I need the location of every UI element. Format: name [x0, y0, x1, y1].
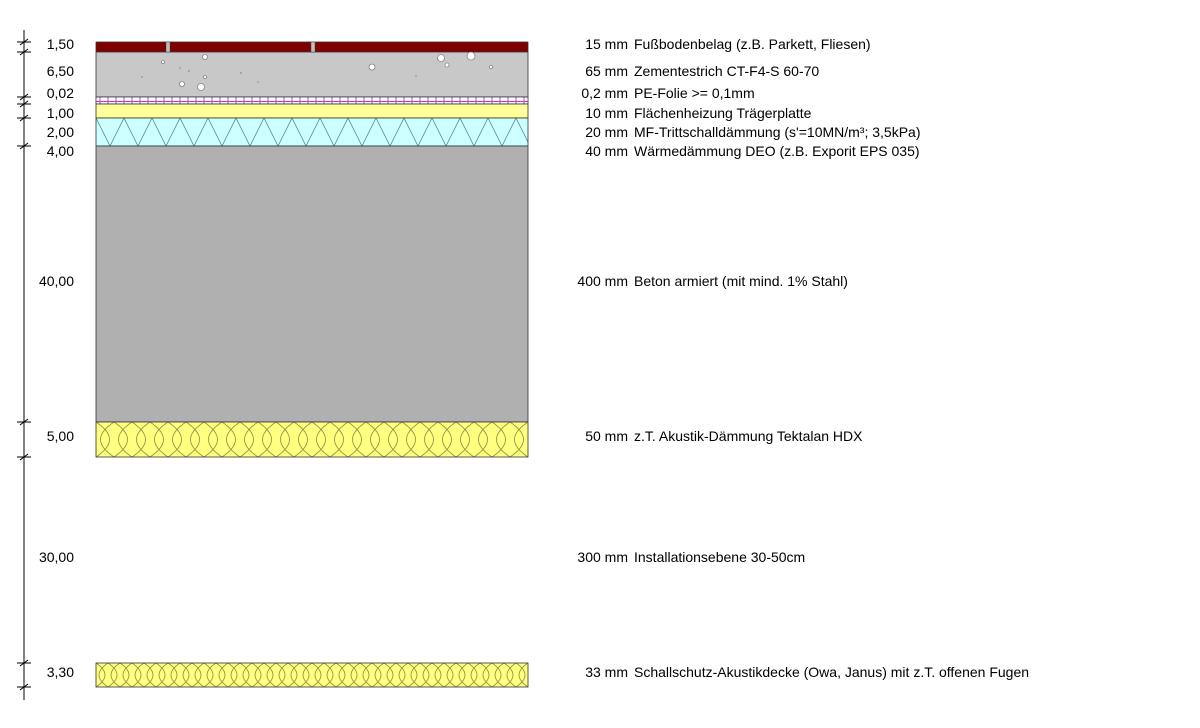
- layer-thickness: 65 mm: [585, 63, 628, 79]
- dimension-tick-slash: [19, 93, 29, 101]
- dimension-label: 1,50: [46, 36, 74, 52]
- dimension-label: 5,00: [46, 428, 74, 444]
- screed-aggregate: [257, 81, 259, 83]
- dimension-tick-slash: [19, 48, 29, 56]
- dimension-tick-slash: [19, 100, 29, 108]
- layer-thickness: 400 mm: [577, 273, 628, 289]
- dimension-label: 4,00: [46, 143, 74, 159]
- dimension-label: 40,00: [38, 273, 74, 289]
- screed-aggregate: [202, 54, 208, 60]
- screed-aggregate: [141, 76, 143, 78]
- layer-thickness: 0,2 mm: [581, 85, 628, 101]
- screed-aggregate: [161, 60, 165, 64]
- flooring-joint: [165, 41, 171, 53]
- dimension-label: 3,30: [46, 664, 74, 680]
- layer-acoustic-small: [95, 662, 529, 688]
- layer-thickness: 15 mm: [585, 36, 628, 52]
- screed-aggregate: [466, 51, 476, 61]
- layer-description: Schallschutz-Akustikdecke (Owa, Janus) m…: [634, 664, 1030, 680]
- dimension-tick-slash: [19, 659, 29, 667]
- layer-description: Flächenheizung Trägerplatte: [634, 105, 812, 121]
- layer-description: Installationsebene 30-50cm: [634, 549, 806, 565]
- layer-description: Wärmedämmung DEO (z.B. Exporit EPS 035): [634, 143, 920, 159]
- layer-acoustic: [95, 421, 529, 458]
- layer-thickness: 10 mm: [585, 105, 628, 121]
- layer-thickness: 20 mm: [585, 124, 628, 140]
- dimension-tick-slash: [19, 38, 29, 46]
- dimension-label: 1,00: [46, 105, 74, 121]
- layer-thickness: 33 mm: [585, 664, 628, 680]
- screed-aggregate: [187, 69, 191, 73]
- screed-aggregate: [444, 62, 450, 68]
- layer-thickness: 50 mm: [585, 428, 628, 444]
- screed-aggregate: [179, 67, 181, 69]
- layer-description: Beton armiert (mit mind. 1% Stahl): [634, 273, 848, 289]
- layer-heating-plate: [95, 103, 529, 119]
- layer-description: Zementestrich CT-F4-S 60-70: [634, 63, 820, 79]
- dimension-label: 6,50: [46, 63, 74, 79]
- dimension-tick-slash: [19, 683, 29, 691]
- dimension-label: 0,02: [46, 85, 74, 101]
- screed-aggregate: [415, 75, 417, 77]
- layer-impact-insulation: [95, 117, 529, 147]
- screed-aggregate: [203, 75, 207, 79]
- layer-description: PE-Folie >= 0,1mm: [634, 85, 755, 101]
- screed-aggregate: [179, 81, 185, 87]
- layer-thickness: 300 mm: [577, 549, 628, 565]
- layer-concrete: [95, 145, 529, 423]
- screed-aggregate: [239, 71, 243, 75]
- dimension-tick-slash: [19, 453, 29, 461]
- dimension-tick-slash: [19, 114, 29, 122]
- screed-aggregate: [197, 83, 205, 91]
- dimension-label: 30,00: [38, 549, 74, 565]
- layer-description: MF-Trittschalldämmung (s'=10MN/m³; 3,5kP…: [634, 124, 921, 140]
- dimension-tick-slash: [19, 142, 29, 150]
- dimension-label: 2,00: [46, 124, 74, 140]
- screed-aggregate: [489, 65, 493, 69]
- layer-pe-foil: [95, 96, 529, 105]
- flooring-joint: [310, 41, 316, 53]
- layer-screed: [95, 51, 529, 98]
- dimension-tick-slash: [19, 418, 29, 426]
- layer-description: Fußbodenbelag (z.B. Parkett, Fliesen): [634, 36, 871, 52]
- layer-thickness: 40 mm: [585, 143, 628, 159]
- layer-description: z.T. Akustik-Dämmung Tektalan HDX: [634, 428, 863, 444]
- screed-aggregate: [437, 54, 445, 62]
- screed-aggregate: [368, 63, 376, 71]
